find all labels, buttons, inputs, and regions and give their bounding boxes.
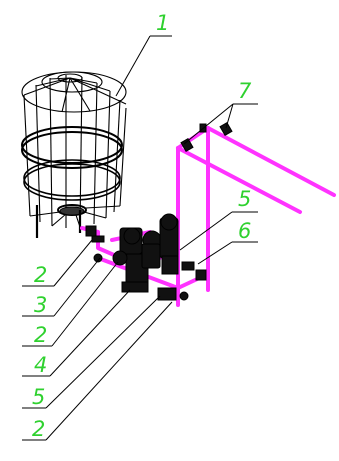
callout-2-lower: 2 — [32, 417, 45, 441]
callout-2-upper: 2 — [34, 263, 47, 287]
callout-3: 3 — [34, 293, 47, 317]
callout-1: 1 — [156, 11, 169, 35]
callout-7: 7 — [238, 79, 252, 103]
equipment — [85, 121, 233, 301]
callout-6: 6 — [238, 219, 251, 243]
callout-5-lower: 5 — [32, 385, 45, 409]
callout-5-upper: 5 — [238, 187, 251, 211]
callout-labels: 1 7 5 6 2 3 2 4 5 2 — [32, 11, 252, 441]
leader-lines — [22, 35, 258, 441]
callout-2-middle: 2 — [34, 323, 47, 347]
callout-4: 4 — [34, 353, 47, 377]
tank — [21, 71, 127, 238]
